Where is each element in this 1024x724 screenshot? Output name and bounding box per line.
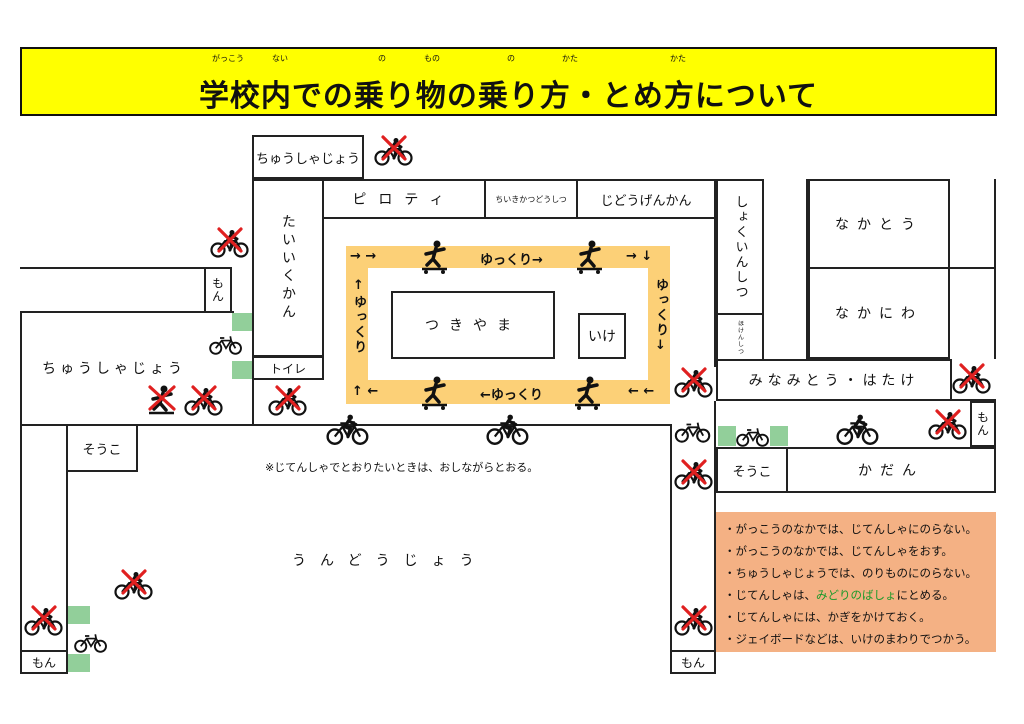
naka-to: なかとう <box>808 179 950 269</box>
rule-push-bike: ・がっこうのなかでは、じてんしゃをおす。 <box>724 544 953 558</box>
no-bike-icon <box>114 568 154 602</box>
rules-box: ・がっこうのなかでは、じてんしゃにのらない。 ・がっこうのなかでは、じてんしゃを… <box>716 512 996 652</box>
kadan: かだん <box>786 447 996 493</box>
rule-park-green: ・じてんしゃは、みどりのばしょにとめる。 <box>724 588 954 602</box>
parked-bike-icon <box>72 630 110 654</box>
bike-rider-icon <box>486 414 530 446</box>
gym: たいいくかん <box>252 179 324 357</box>
ruby-kata2: かた <box>670 54 686 63</box>
no-bike-icon <box>674 458 714 492</box>
bike-parking-spot <box>68 606 90 624</box>
arrow-bottom-right: ← ← <box>628 384 655 399</box>
parking-left: ちゅうしゃじょう <box>42 361 186 377</box>
bike-rider-icon <box>326 414 370 446</box>
toilet: トイレ <box>252 356 324 380</box>
no-bike-icon <box>674 366 714 400</box>
nakaniwa: なかにわ <box>808 267 950 359</box>
path-left <box>346 246 368 404</box>
health-room: ほけんしつ <box>716 313 764 361</box>
gate-bottom-right: もん <box>670 650 716 674</box>
slow-bottom: ←ゆっくり <box>480 388 543 403</box>
ruby-gakkou: がっこう <box>212 54 244 63</box>
playground-label: うんどうじょう <box>292 553 488 569</box>
no-bike-icon <box>928 408 968 442</box>
playground <box>66 424 672 674</box>
arrow-bottom-left: ↑ ← <box>352 384 379 399</box>
arrow-top-left: → → <box>350 249 377 264</box>
childrens-hall: じどうげんかん <box>576 179 716 219</box>
skater-icon <box>572 240 608 276</box>
rule-jboard: ・ジェイボードなどは、いけのまわりでつかう。 <box>724 632 977 646</box>
green-place-highlight: みどりのばしょ <box>816 588 897 602</box>
note-push-bike: ※じてんしゃでとおりたいときは、おしながらとおる。 <box>265 461 539 474</box>
slow-left: ↑ゆっくり <box>351 278 366 355</box>
slow-top: ゆっくり→ <box>480 253 543 268</box>
piloti: ピロティ <box>322 179 486 219</box>
storage-left: そうこ <box>66 424 138 472</box>
arrow-top-right: → ↓ <box>626 249 653 264</box>
gate-left-upper: もん <box>204 267 232 313</box>
bike-parking-spot <box>718 426 736 446</box>
skater-icon <box>570 376 606 412</box>
rule-lock-bike: ・じてんしゃには、かぎをかけておく。 <box>724 610 931 624</box>
parked-bike-icon <box>208 332 244 356</box>
no-bike-icon <box>268 384 308 418</box>
bike-parking-spot <box>232 313 252 331</box>
ruby-no2: の <box>507 54 515 63</box>
ruby-kata: かた <box>562 54 578 63</box>
no-skate-icon <box>144 384 180 420</box>
staff-room: しょくいんしつ <box>716 179 764 315</box>
rule-parking-no-riding: ・ちゅうしゃじょうでは、のりものにのらない。 <box>724 566 977 580</box>
no-bike-icon <box>374 134 414 168</box>
no-bike-icon <box>674 604 714 638</box>
bike-rider-icon <box>836 414 880 446</box>
pond: いけ <box>578 313 626 359</box>
page-title: 学校内での乗り物の乗り方・とめ方について <box>198 79 819 114</box>
path-bottom <box>346 380 670 404</box>
slow-right: ゆっくり↓ <box>653 278 668 355</box>
rule-no-riding: ・がっこうのなかでは、じてんしゃにのらない。 <box>724 522 977 536</box>
tsukiyama: つきやま <box>391 291 555 359</box>
community-room: ちいきかつどうしつ <box>484 179 578 219</box>
path-right <box>648 246 670 404</box>
bike-parking-spot <box>232 361 252 379</box>
storage-right: そうこ <box>716 447 788 493</box>
parking-top: ちゅうしゃじょう <box>252 135 364 179</box>
no-bike-icon <box>210 226 250 260</box>
gate-bottom-left: もん <box>20 650 68 674</box>
no-bike-icon <box>184 384 224 418</box>
ruby-mono: もの <box>424 54 440 63</box>
ruby-nai: ない <box>272 54 288 63</box>
gate-right: もん <box>970 401 996 447</box>
minamito: みなみとう・はたけ <box>716 359 952 401</box>
title-banner: がっこう ない の もの の かた かた 学校内での乗り物の乗り方・とめ方につい… <box>20 47 997 116</box>
bike-parking-spot <box>770 426 788 446</box>
parked-bike-icon <box>734 424 772 448</box>
no-bike-icon <box>952 362 992 396</box>
no-bike-icon <box>24 604 64 638</box>
ruby-no: の <box>378 54 386 63</box>
skater-icon <box>417 376 453 412</box>
bike-parking-spot <box>68 654 90 672</box>
skater-icon <box>417 240 453 276</box>
parked-bike-icon <box>674 418 712 444</box>
